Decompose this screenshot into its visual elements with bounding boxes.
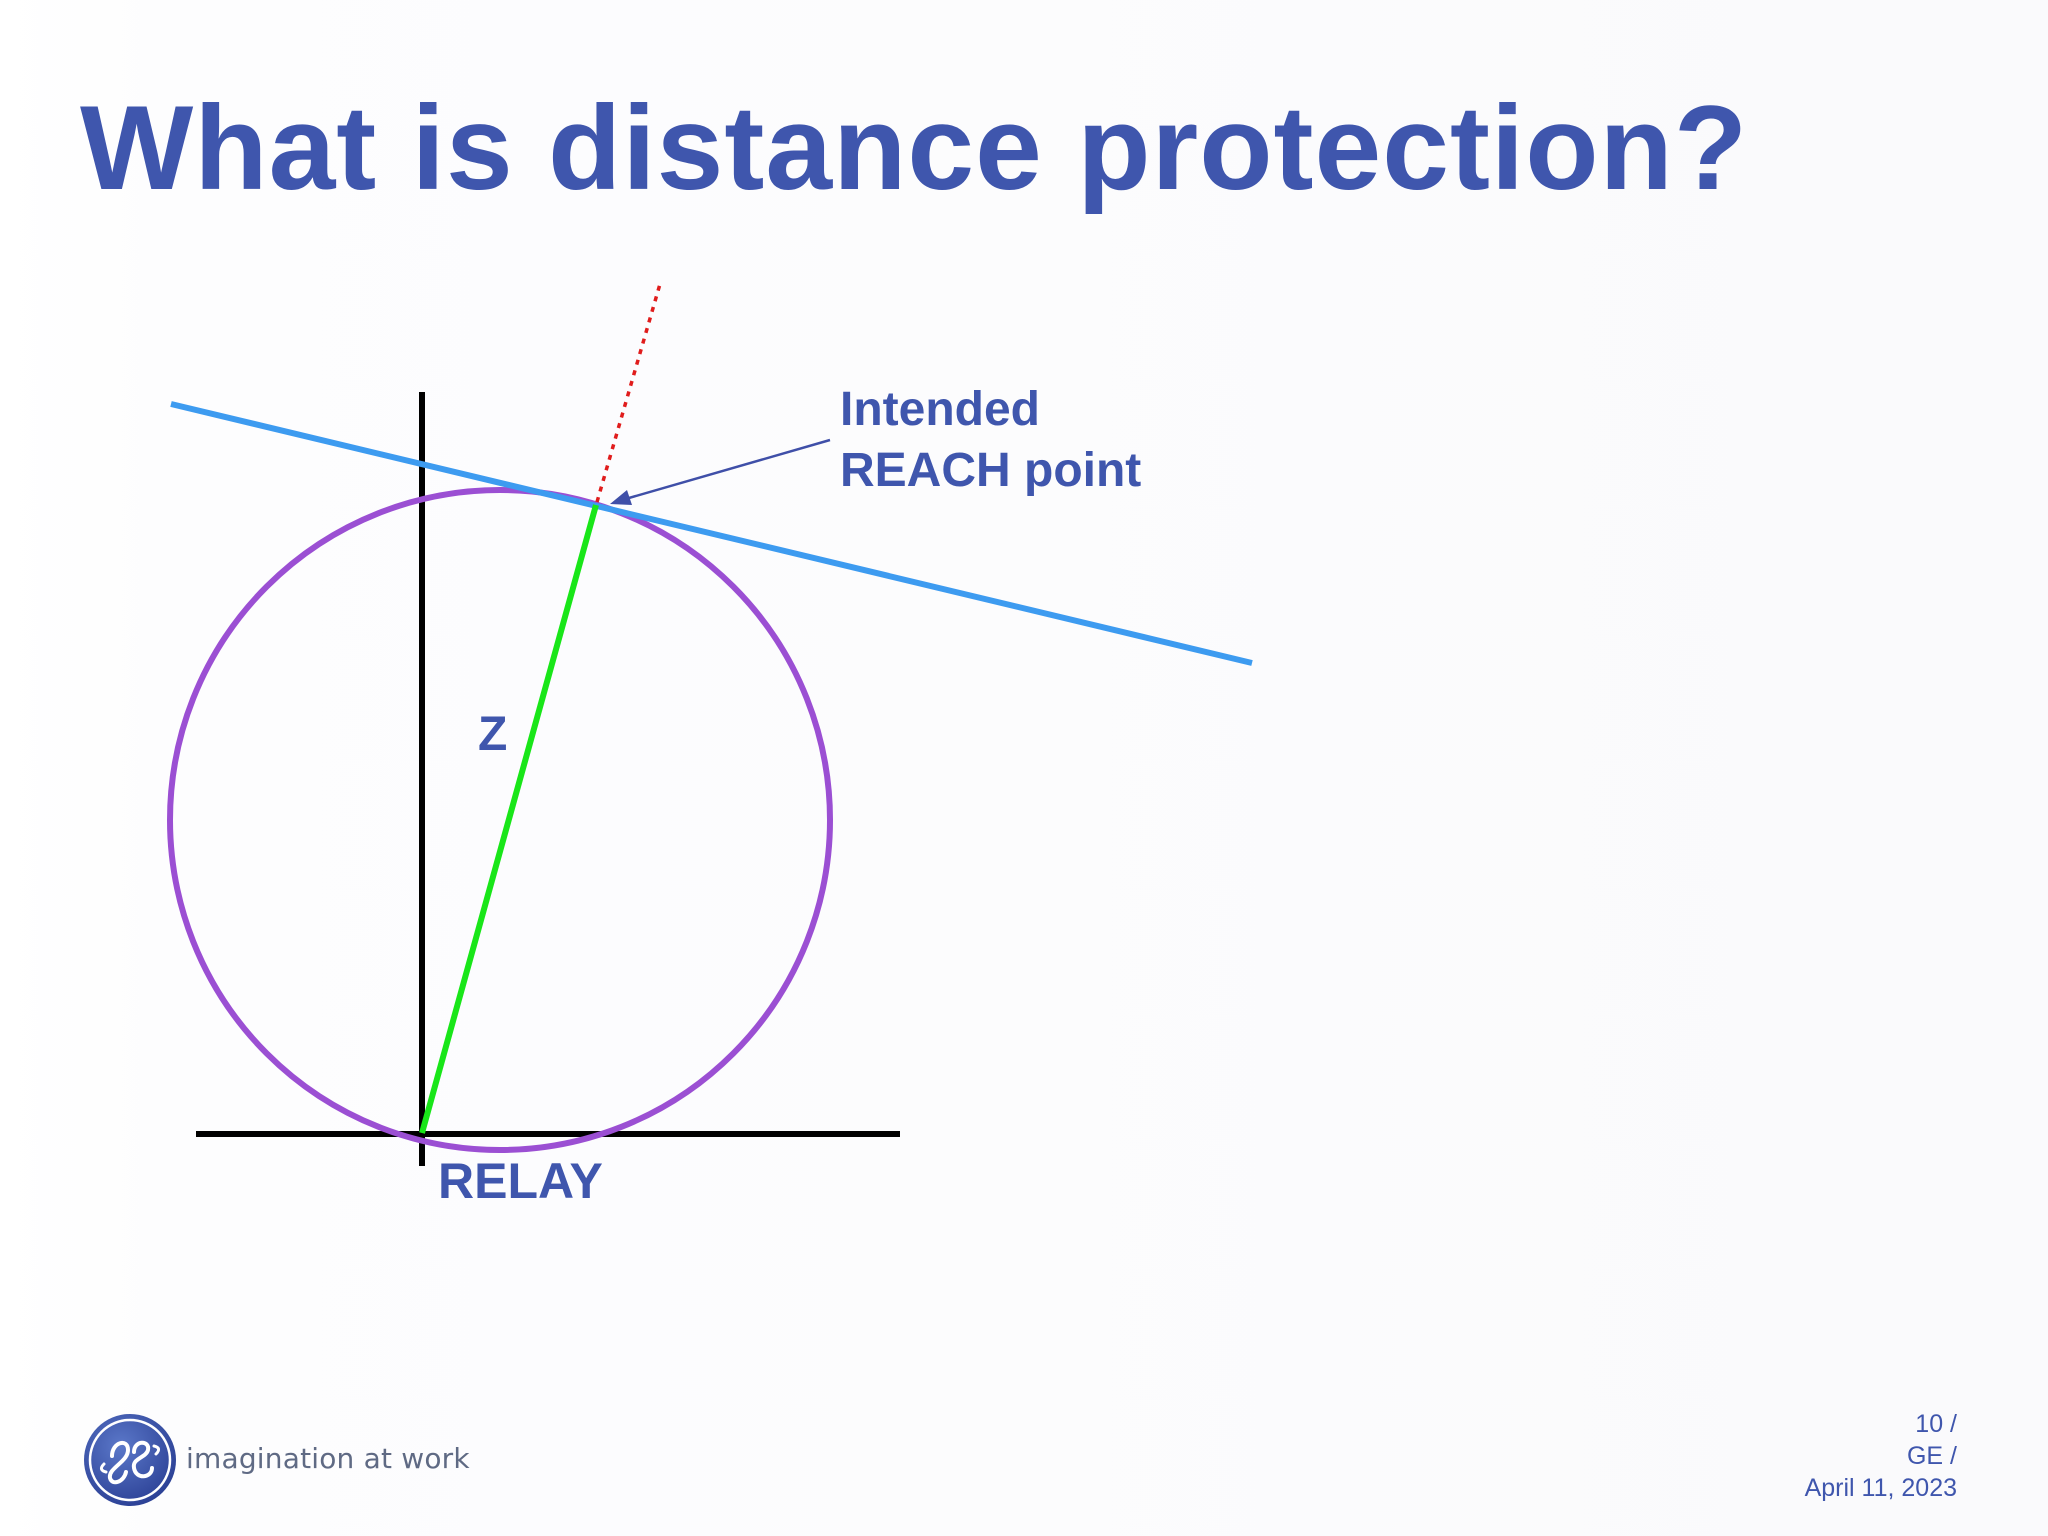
company-name: GE /: [1906, 1442, 1957, 1470]
reach-line: [170, 401, 1253, 666]
impedance-extension-dotted: [595, 283, 662, 503]
footer-tagline: imagination at work: [186, 1442, 470, 1475]
slide-title: What is distance protection?: [80, 81, 1749, 215]
arrowhead-icon: [610, 490, 632, 505]
reach-label-line1: Intended: [840, 383, 1040, 436]
impedance-vector: [419, 504, 599, 1134]
reach-pointer-arrow: [621, 438, 831, 502]
impedance-label: Z: [478, 708, 507, 761]
presentation-date: April 11, 2023: [1804, 1474, 1957, 1502]
mho-characteristic-circle: [167, 487, 833, 1153]
relay-label: RELAY: [438, 1153, 603, 1209]
reach-label-line2: REACH point: [840, 444, 1141, 497]
page-number: 10 /: [1915, 1410, 1957, 1438]
footer-meta: 10 / GE / April 11, 2023: [1637, 1408, 1957, 1504]
ge-monogram-icon: [84, 1414, 176, 1506]
